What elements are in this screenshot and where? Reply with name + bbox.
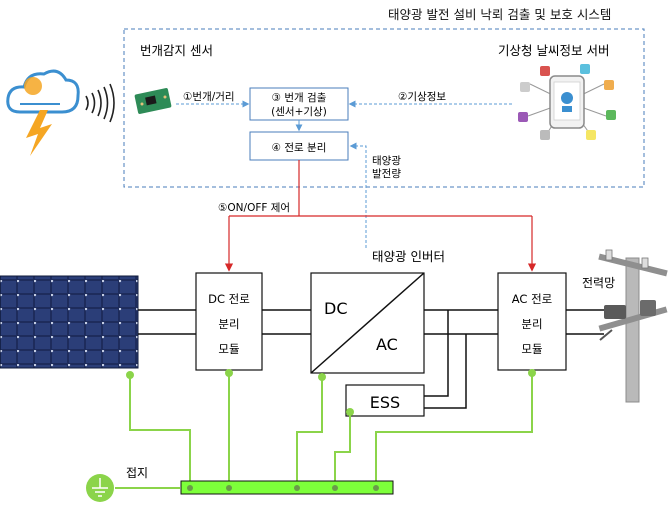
utility-pole-icon [598, 249, 668, 403]
ground-wiring [115, 373, 533, 489]
inverter-title: 태양광 인버터 [372, 249, 445, 264]
storm-cloud-lightning-icon [6, 69, 80, 156]
lightning-detection-label: ③ 번개 검출 [272, 92, 327, 104]
dc-module-line1: DC 전로 [208, 292, 250, 306]
pv-generation-arrow [349, 142, 367, 248]
ground-label: 접지 [126, 466, 148, 480]
ac-module-line2: 분리 [521, 317, 542, 331]
diagram-title: 태양광 발전 설비 낙뢰 검출 및 보호 시스템 [388, 7, 611, 22]
ac-isolation-module [497, 272, 567, 371]
ess-box [345, 384, 425, 417]
ac-module-line1: AC 전로 [512, 292, 553, 306]
step1-label: ①번개/거리 [183, 91, 235, 103]
step2-label: ②기상정보 [398, 91, 446, 103]
grid-label: 전력망 [582, 276, 615, 290]
dc-module-line2: 분리 [218, 317, 239, 331]
monitoring-system-box [123, 28, 645, 188]
weather-server-phone-icon [518, 64, 616, 140]
dc-module-line3: 모듈 [218, 342, 239, 356]
ac-module-line3: 모듈 [521, 342, 542, 356]
pv-generation-label-2: 발전량 [372, 168, 401, 180]
inverter-diagonal [310, 272, 425, 374]
circuit-isolation-box [249, 131, 349, 161]
ground-symbol-icon [86, 474, 114, 502]
lightning-detection-sublabel: (센서+기상) [271, 106, 327, 118]
on-off-control-lines [224, 160, 537, 272]
pv-generation-label-1: 태양광 [372, 155, 401, 167]
inverter-ac-label: AC [376, 335, 398, 354]
on-off-control-label: ⑤ON/OFF 제어 [218, 202, 290, 214]
lightning-detection-box [249, 87, 349, 121]
lightning-sensor-label: 번개감지 센서 [140, 43, 213, 58]
dc-power-lines [138, 309, 311, 335]
dc-isolation-module [195, 272, 263, 371]
ground-bus-bar [180, 480, 394, 495]
ac-power-lines [424, 309, 604, 409]
solar-panel-icon [0, 275, 139, 369]
inverter-dc-label: DC [324, 299, 348, 318]
ground-bar-terminals [187, 485, 379, 491]
circuit-isolation-label: ④ 전로 분리 [272, 142, 327, 154]
weather-server-label: 기상청 날씨정보 서버 [498, 43, 609, 58]
ess-label: ESS [370, 393, 400, 412]
sensor-board-icon [134, 88, 172, 114]
signal-waves-icon [85, 83, 115, 123]
